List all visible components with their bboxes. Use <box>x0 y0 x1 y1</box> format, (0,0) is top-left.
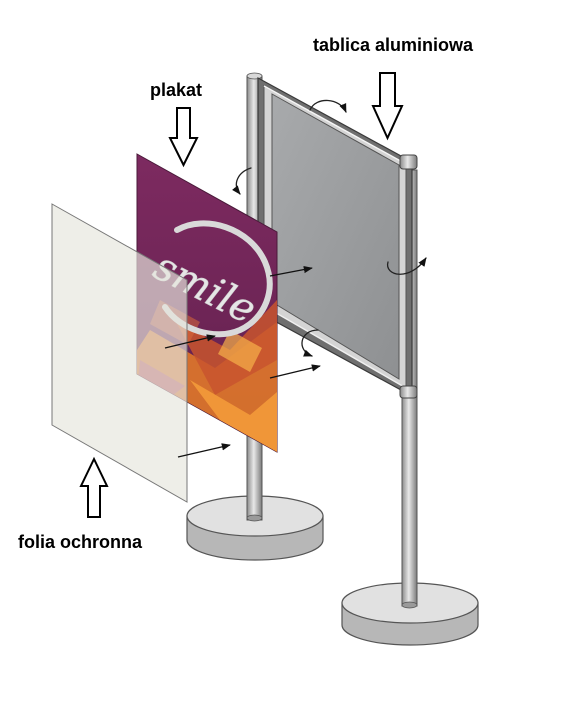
arrow-down-aluminium-icon <box>371 72 404 141</box>
bottom-clamp <box>399 385 418 399</box>
arrow-poster-to-board-lower <box>269 364 321 379</box>
frame-highlight-top <box>263 85 407 165</box>
rotate-arrow-left <box>232 167 252 195</box>
arrow-film-to-poster-upper <box>164 334 216 349</box>
rotate-arrow-bottom <box>301 329 319 357</box>
aluminium-board <box>257 76 418 399</box>
label-poster: plakat <box>150 80 203 100</box>
film-sheet <box>51 203 188 503</box>
arrow-down-poster-icon <box>168 107 199 168</box>
arrow-up-film-icon <box>79 456 109 518</box>
label-protective-film: folia ochronna <box>18 532 143 552</box>
rotate-arrow-top <box>309 99 347 113</box>
board-panel <box>271 93 400 380</box>
rotation-arrows <box>232 99 427 357</box>
label-aluminium-board: tablica aluminiowa <box>313 35 474 55</box>
arrow-poster-to-board-upper <box>269 265 313 277</box>
rotate-arrow-right <box>387 257 427 275</box>
pointer-arrows <box>79 72 404 518</box>
left-stand-base <box>186 495 324 561</box>
top-clamp <box>399 154 418 170</box>
arrow-film-to-poster-lower <box>177 443 231 458</box>
assembly-arrows <box>164 265 321 458</box>
frame-highlight-bottom <box>263 305 407 389</box>
protective-film <box>51 203 188 503</box>
